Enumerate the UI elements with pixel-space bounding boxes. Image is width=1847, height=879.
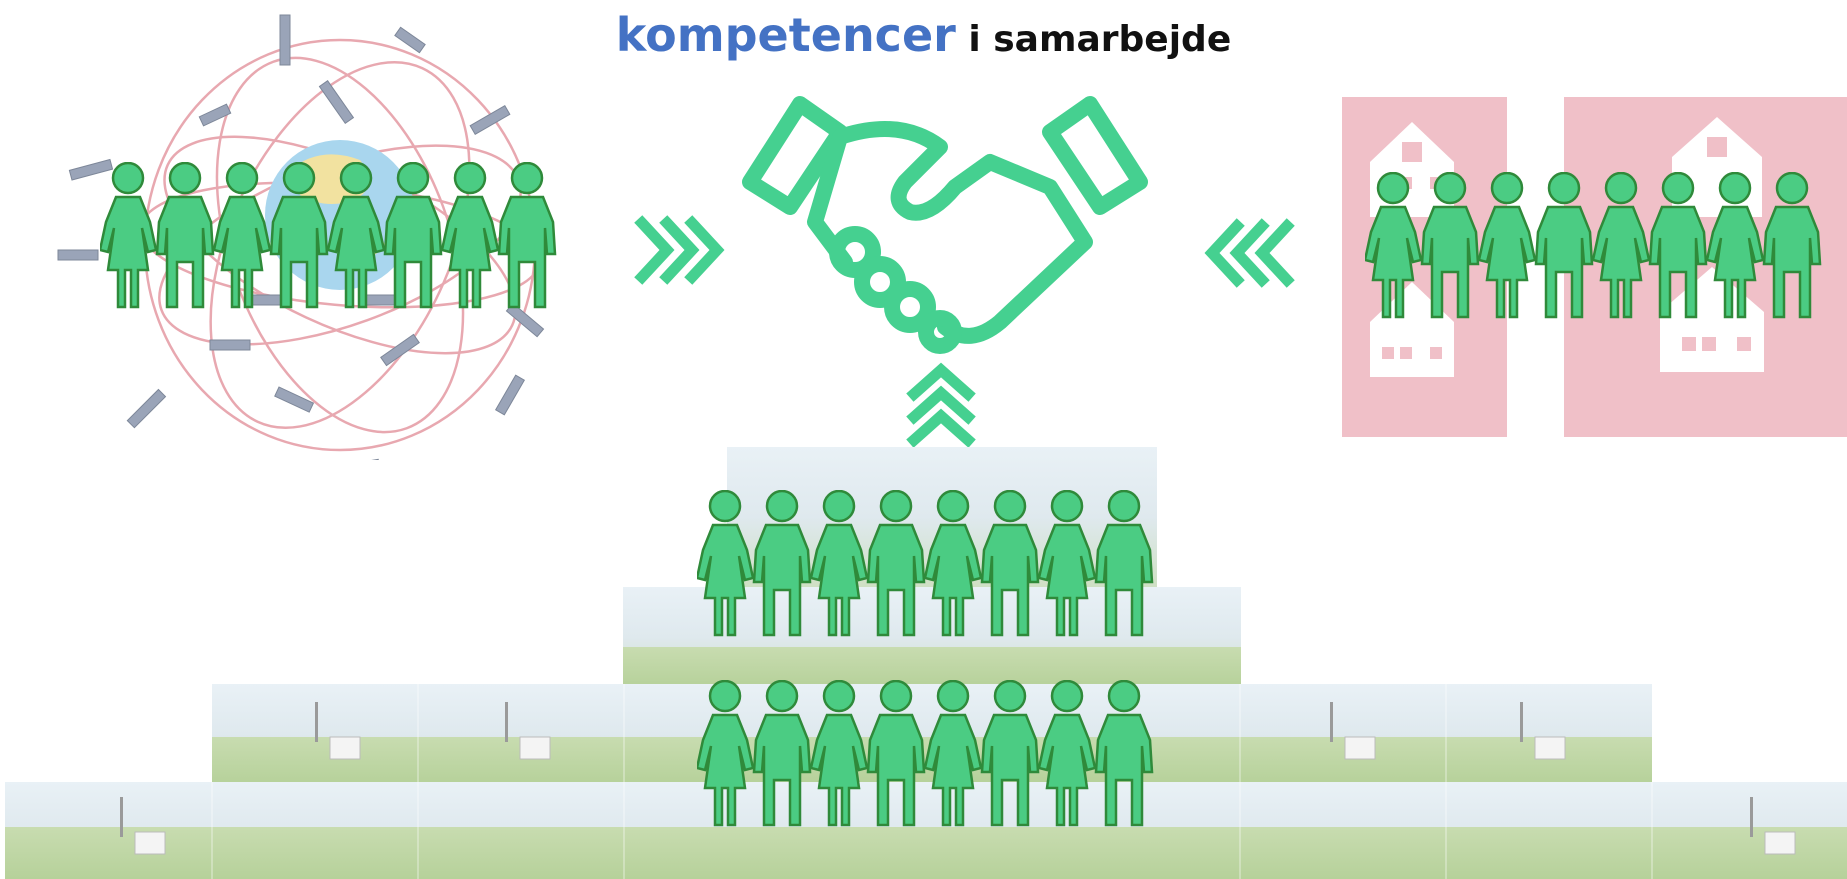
person-male-icon [752,680,812,827]
chevrons-up-icon [906,362,976,447]
person-male-icon [269,162,329,309]
person-male-icon [1762,172,1822,319]
person-female-icon [923,680,983,827]
person-male-icon [1420,172,1480,319]
person-male-icon [980,490,1040,637]
chevrons-left-icon [1200,218,1295,288]
person-female-icon [697,490,755,637]
person-male-icon [1094,680,1154,827]
person-female-icon [809,680,869,827]
person-female-icon [1591,172,1651,319]
person-male-icon [1094,490,1154,637]
person-male-icon [980,680,1040,827]
people-group-station-top [697,490,1156,640]
people-row [697,490,1154,637]
people-group-station-bottom [697,680,1156,830]
person-female-icon [923,490,983,637]
person-female-icon [1705,172,1765,319]
page-title: kompetencer i samarbejde [0,8,1847,62]
person-female-icon [326,162,386,309]
weather-station-icon [0,447,1847,879]
people-row [697,680,1154,827]
person-female-icon [440,162,500,309]
person-female-icon [100,162,158,309]
person-male-icon [1648,172,1708,319]
person-male-icon [383,162,443,309]
title-highlight: kompetencer [615,8,956,62]
person-female-icon [1477,172,1537,319]
person-female-icon [809,490,869,637]
person-female-icon [1037,490,1097,637]
person-male-icon [1534,172,1594,319]
person-male-icon [752,490,812,637]
handshake-icon [740,92,1150,362]
title-rest: i samarbejde [955,19,1232,60]
people-row [100,162,557,309]
people-row [1365,172,1822,319]
people-group-municipality [1365,172,1824,322]
person-female-icon [1365,172,1423,319]
person-male-icon [866,680,926,827]
person-female-icon [1037,680,1097,827]
person-female-icon [697,680,755,827]
person-female-icon [212,162,272,309]
people-group-satellite [100,162,559,312]
person-male-icon [155,162,215,309]
person-male-icon [866,490,926,637]
chevrons-right-icon [634,215,729,285]
person-male-icon [497,162,557,309]
